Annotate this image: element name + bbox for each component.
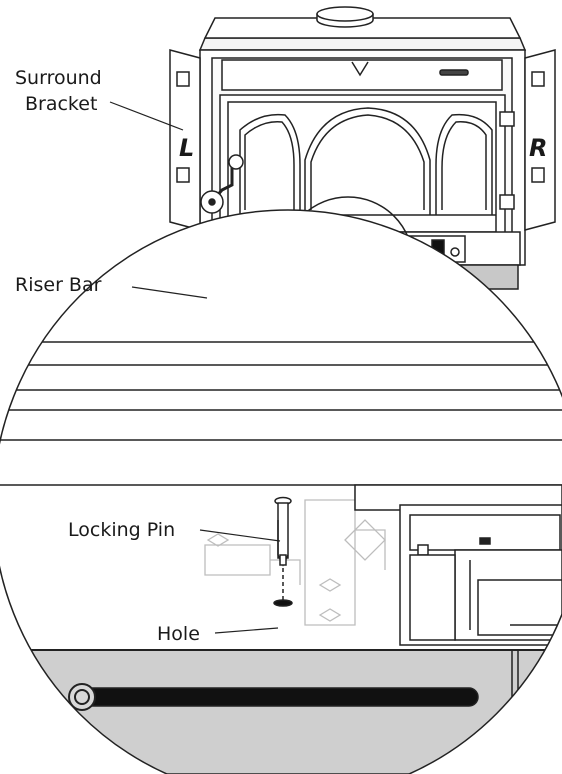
locking-pin-label: Locking Pin: [68, 519, 175, 541]
right-side-label: R: [529, 134, 547, 162]
zoom-detail-view: [0, 210, 562, 774]
locking-pin-leader: [199, 529, 281, 542]
riser-bar-leader: [131, 286, 208, 299]
riser-bar-detail: [0, 649, 562, 774]
locking-pin-part: [273, 496, 293, 607]
surround-bracket-leader: [109, 101, 184, 131]
surround-bracket-label-line1: Surround: [15, 67, 102, 89]
left-side-label: L: [179, 134, 194, 162]
surround-bracket-label-line2: Bracket: [25, 93, 97, 115]
hole-leader: [214, 627, 279, 634]
hole-label: Hole: [157, 623, 200, 645]
riser-bar-label: Riser Bar: [15, 274, 102, 296]
zoom-circle-outline: [0, 209, 562, 774]
hole-mark: [273, 599, 293, 607]
